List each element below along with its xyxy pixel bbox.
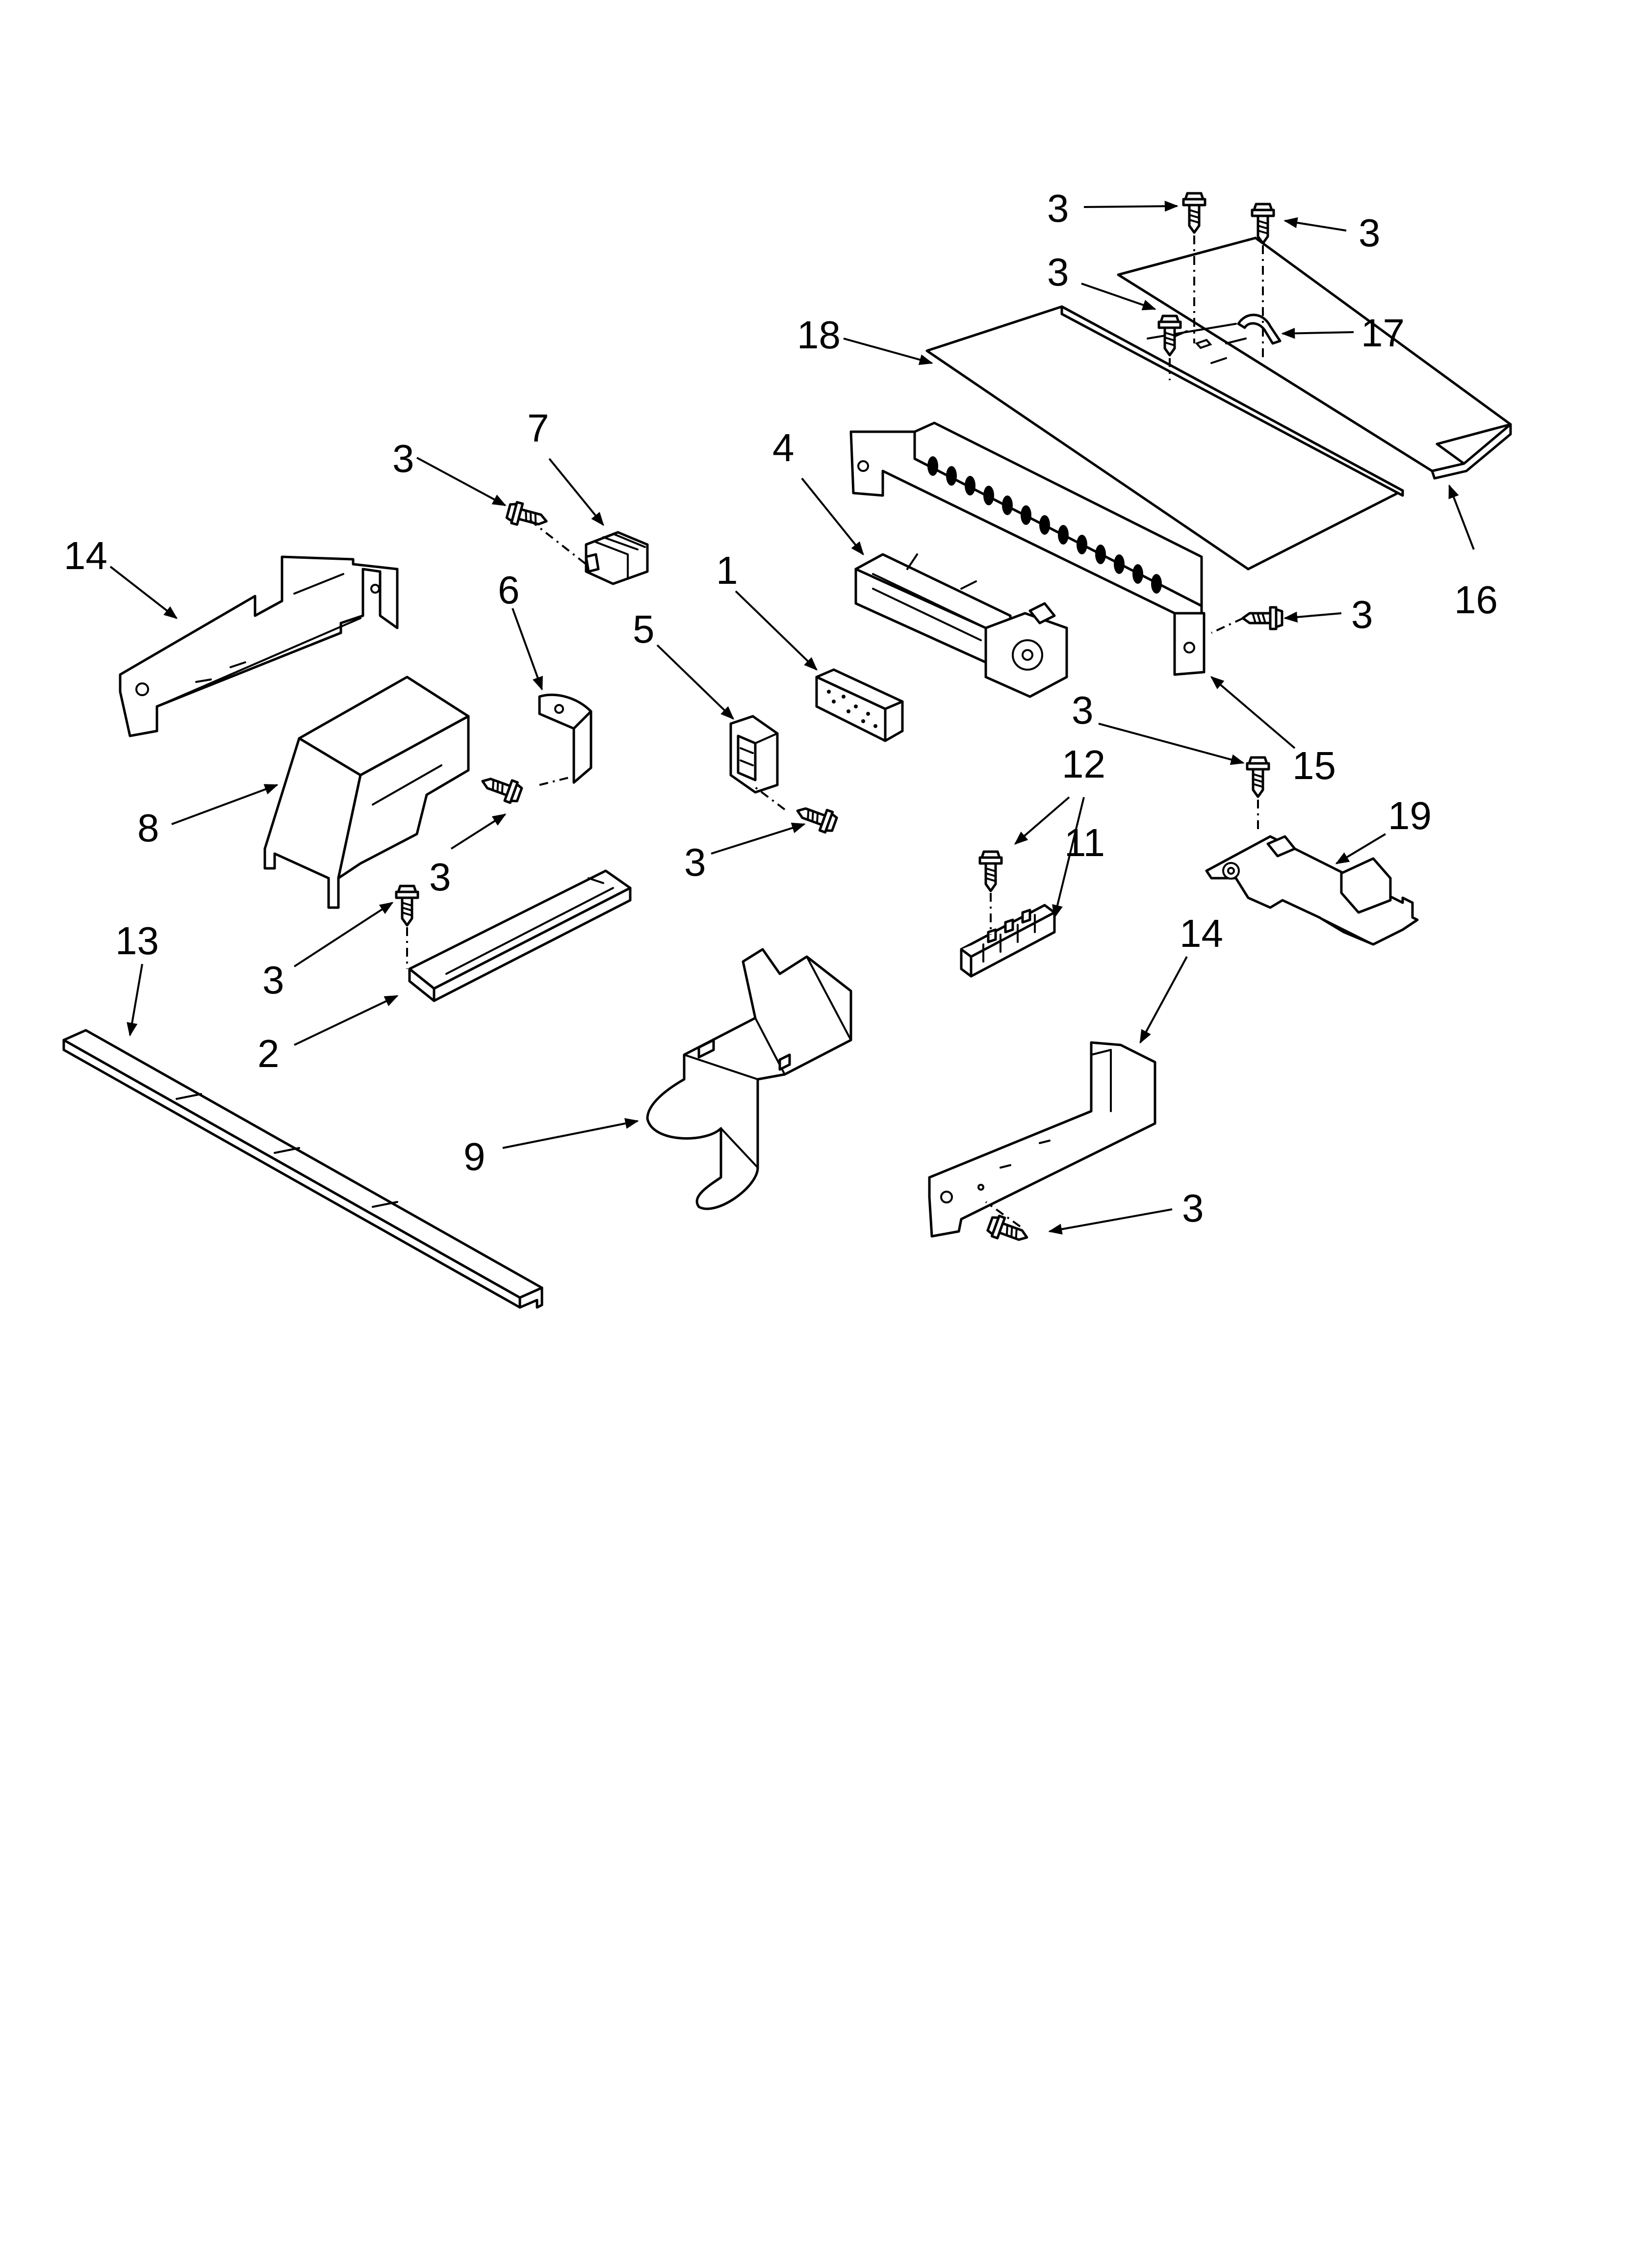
- clamp-17: [1237, 313, 1282, 345]
- callout-3-transformer: 3: [392, 437, 414, 480]
- mounting-plate-19: [1205, 835, 1419, 946]
- callout-5: 5: [633, 607, 655, 651]
- callout-19: 19: [1388, 794, 1432, 837]
- rocker-switch-5: [729, 715, 779, 794]
- callout-3-rail: 3: [262, 958, 284, 1002]
- leader-lines: [109, 201, 1475, 1235]
- screw-3-switch: [794, 801, 838, 834]
- callout-3-switch: 3: [684, 840, 706, 884]
- control-module-4: [854, 553, 1068, 698]
- screw-3-plate-19: [1247, 757, 1269, 797]
- duct-9: [646, 948, 852, 1210]
- side-bracket-14-right: [928, 1041, 1156, 1238]
- duct-cover-8: [263, 676, 470, 909]
- long-strip-13: [62, 1029, 543, 1309]
- rail-channel-2: [408, 869, 632, 1002]
- side-bracket-14-left: [119, 555, 399, 737]
- screw-3-bracket-15: [1243, 607, 1282, 629]
- callout-7: 7: [527, 406, 549, 450]
- callout-8: 8: [137, 806, 159, 850]
- callout-3-plate: 3: [1072, 688, 1094, 732]
- callout-15: 15: [1292, 744, 1336, 787]
- screw-3-top-a: [1183, 193, 1205, 233]
- callout-9: 9: [463, 1135, 486, 1178]
- callout-13: 13: [115, 919, 159, 963]
- callout-2: 2: [257, 1032, 280, 1075]
- callout-14-left: 14: [64, 534, 107, 577]
- callout-14-right: 14: [1180, 912, 1223, 955]
- callout-17: 17: [1361, 311, 1405, 355]
- callout-16: 16: [1454, 578, 1498, 622]
- top-cover-panel-16: [1117, 236, 1512, 480]
- screw-3-rail: [396, 886, 418, 925]
- callout-3-bracket-6: 3: [429, 855, 451, 899]
- screw-12: [980, 852, 1001, 891]
- top-panel-18: [925, 305, 1404, 571]
- screw-3-transformer: [506, 501, 549, 532]
- callout-3-top-right: 3: [1359, 211, 1381, 255]
- callout-3-panel: 3: [1047, 250, 1069, 294]
- callout-11: 11: [1064, 821, 1105, 864]
- foam-block-1: [815, 668, 904, 742]
- callout-3-top-left: 3: [1047, 186, 1069, 230]
- alignment-lines: [406, 235, 1264, 1227]
- callout-18: 18: [797, 313, 841, 357]
- callout-3-bracket: 3: [1351, 593, 1373, 636]
- callout-3-bracket-14: 3: [1182, 1186, 1204, 1230]
- callout-12: 12: [1062, 742, 1105, 786]
- l-bracket-6: [538, 693, 592, 784]
- screw-3-bracket-6: [479, 771, 523, 805]
- terminal-block-11: [960, 904, 1056, 978]
- callout-4: 4: [772, 426, 795, 469]
- callout-labels: 3 3 3 17 18 16 3 3 15 19 12 11 14 3 4 1 …: [64, 186, 1498, 1230]
- transformer-7: [585, 531, 649, 585]
- control-bracket-15: [849, 421, 1206, 676]
- callout-1: 1: [716, 548, 738, 592]
- callout-6: 6: [498, 568, 520, 612]
